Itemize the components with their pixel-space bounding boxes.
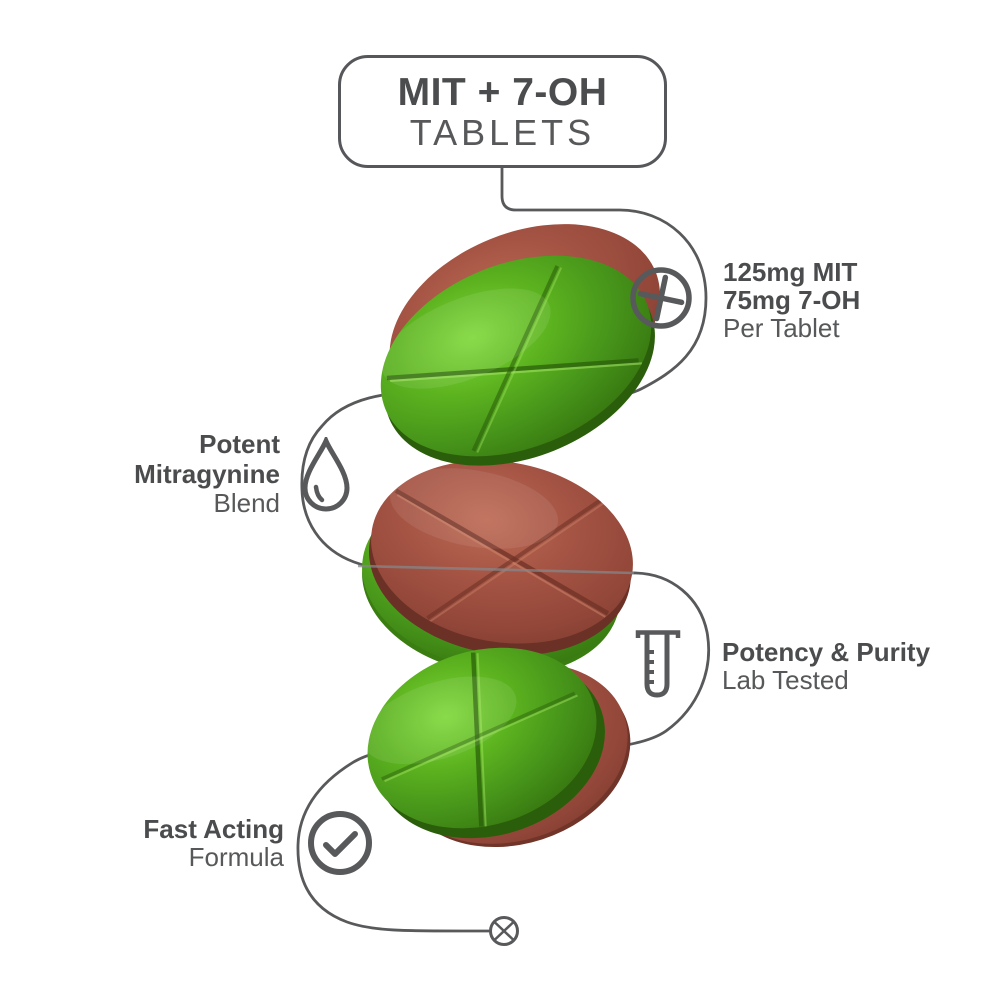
- lab-callout: Potency & Purity Lab Tested: [722, 638, 930, 694]
- tablet-bottom: [362, 647, 631, 848]
- blend-line-1: Potent: [199, 429, 280, 459]
- plus-circle-icon: [626, 263, 696, 338]
- blend-line-2: Mitragynine: [134, 458, 280, 489]
- connector-overlay-segment: [357, 564, 635, 575]
- check-circle-icon: [304, 807, 376, 884]
- blend-line-3: Blend: [213, 488, 281, 518]
- tablet-middle: [362, 460, 633, 676]
- test-tube-icon: [635, 628, 681, 705]
- dosage-line-1: 125mg MIT: [723, 257, 858, 287]
- dosage-line-2: 75mg 7-OH: [723, 285, 861, 315]
- title-line-1: MIT + 7-OH: [397, 70, 608, 114]
- fast-line-1: Fast Acting: [143, 814, 284, 844]
- dosage-callout: 125mg MIT 75mg 7-OH Per Tablet: [723, 258, 860, 342]
- fast-line-2: Formula: [188, 842, 284, 872]
- tablet-top: [380, 224, 661, 466]
- lab-line-2: Lab Tested: [722, 665, 849, 695]
- lab-line-1: Potency & Purity: [722, 637, 931, 667]
- fast-callout: Fast Acting Formula: [64, 815, 284, 871]
- droplet-icon: [302, 434, 350, 518]
- title-bubble: MIT + 7-OH TABLETS: [338, 55, 667, 168]
- title-line-2: TABLETS: [409, 111, 596, 153]
- crossed-circle-icon: [489, 916, 519, 946]
- blend-callout: Potent Mitragynine Blend: [60, 429, 281, 519]
- dosage-line-3: Per Tablet: [723, 313, 840, 343]
